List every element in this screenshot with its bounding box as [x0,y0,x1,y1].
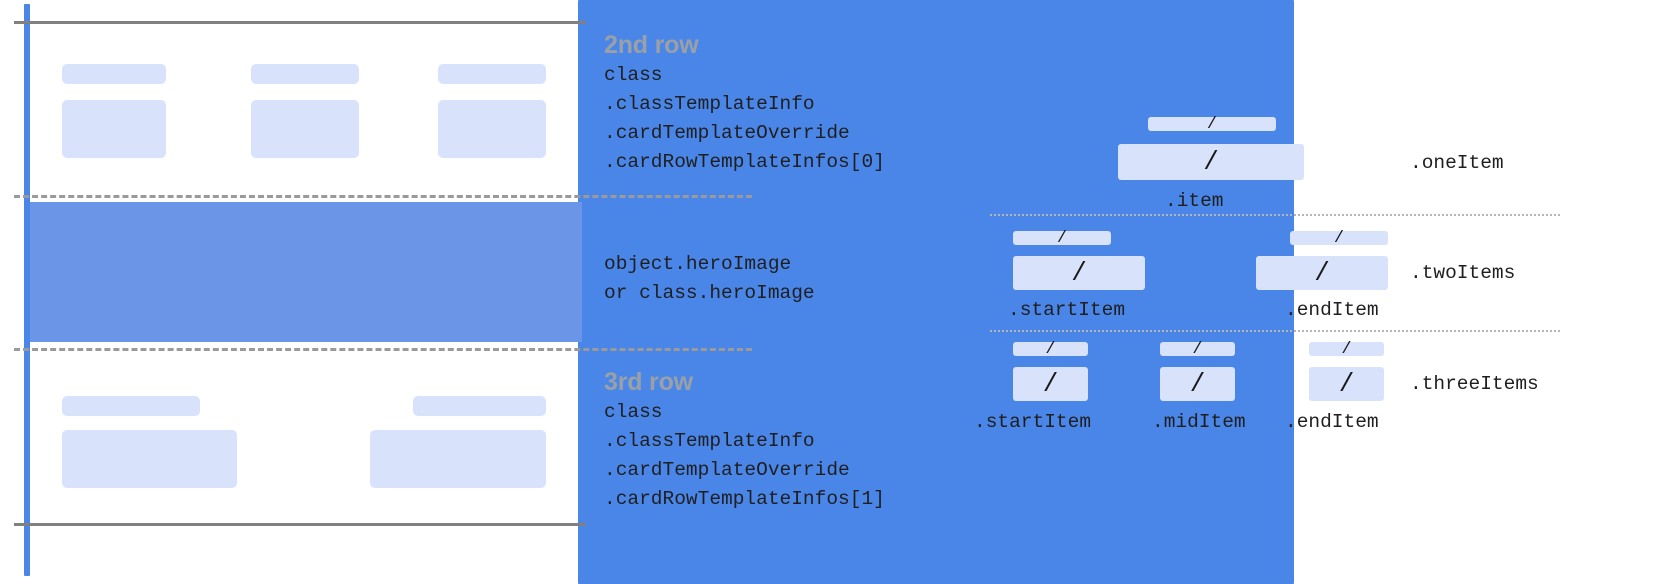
second-row-code-2: .cardTemplateOverride [604,122,850,145]
card-template-mock [0,0,1294,584]
row-divider-upper [14,195,752,198]
third-row-code-3: .cardRowTemplateInfos[1] [604,488,885,511]
placeholder-value-r2c3 [438,100,546,158]
three-items-start-value-bar: / [1013,367,1088,401]
card-bottom-rule [14,523,586,526]
hero-code-1: or class.heroImage [604,282,815,304]
placeholder-label-r2c1 [62,64,166,84]
card-top-rule [14,21,586,24]
third-row-code-2: .cardTemplateOverride [604,459,850,482]
two-items-start-label-bar: / [1013,229,1111,248]
two-items-end-value-bar: / [1256,256,1388,290]
guide-line-left [24,4,30,576]
three-items-end-caption: .endItem [1285,411,1379,433]
guide-line-right [578,0,1294,584]
one-item-group-label: .oneItem [1410,152,1504,174]
three-items-end-label-bar: / [1309,340,1384,359]
three-items-start-label-bar: / [1013,340,1088,359]
row-divider-lower [14,348,752,351]
three-items-start-caption: .startItem [974,411,1092,433]
group-divider-lower [990,330,1560,332]
third-row-code-1: .classTemplateInfo [604,430,815,453]
placeholder-label-r2c3 [438,64,546,84]
hero-code-0: object.heroImage [604,253,792,275]
one-item-caption: .item [1165,190,1224,212]
annotation-hero-image: object.heroImage or class.heroImage [604,250,815,308]
group-divider-upper [990,214,1560,216]
one-item-value-bar: / [1118,144,1304,180]
annotation-third-row: 3rd row class .classTemplateInfo .cardTe… [604,367,885,514]
third-row-code-0: class [604,401,663,424]
second-row-heading: 2nd row [604,31,699,59]
placeholder-label-r2c2 [251,64,359,84]
hero-image-band [30,202,582,342]
third-row-heading: 3rd row [604,368,693,396]
annotation-second-row: 2nd row class .classTemplateInfo .cardTe… [604,30,885,177]
one-item-label-bar: / [1148,115,1276,134]
three-items-end-value-bar: / [1309,367,1384,401]
placeholder-value-r2c1 [62,100,166,158]
placeholder-label-r3c2 [413,396,546,416]
three-items-group-label: .threeItems [1410,373,1539,395]
two-items-start-value-bar: / [1013,256,1145,290]
two-items-group-label: .twoItems [1410,262,1516,284]
second-row-code-1: .classTemplateInfo [604,93,815,116]
three-items-mid-label-bar: / [1160,340,1235,359]
placeholder-value-r3c1 [62,430,237,488]
two-items-start-caption: .startItem [1008,299,1126,321]
placeholder-label-r3c1 [62,396,200,416]
placeholder-value-r2c2 [251,100,359,158]
three-items-mid-value-bar: / [1160,367,1235,401]
placeholder-value-r3c2 [370,430,546,488]
second-row-code-0: class [604,64,663,87]
second-row-code-3: .cardRowTemplateInfos[0] [604,151,885,174]
two-items-end-label-bar: / [1290,229,1388,248]
two-items-end-caption: .endItem [1285,299,1379,321]
row-item-layouts: / / .item .oneItem / / .startItem / / .e… [960,0,1676,584]
three-items-mid-caption: .midItem [1152,411,1246,433]
